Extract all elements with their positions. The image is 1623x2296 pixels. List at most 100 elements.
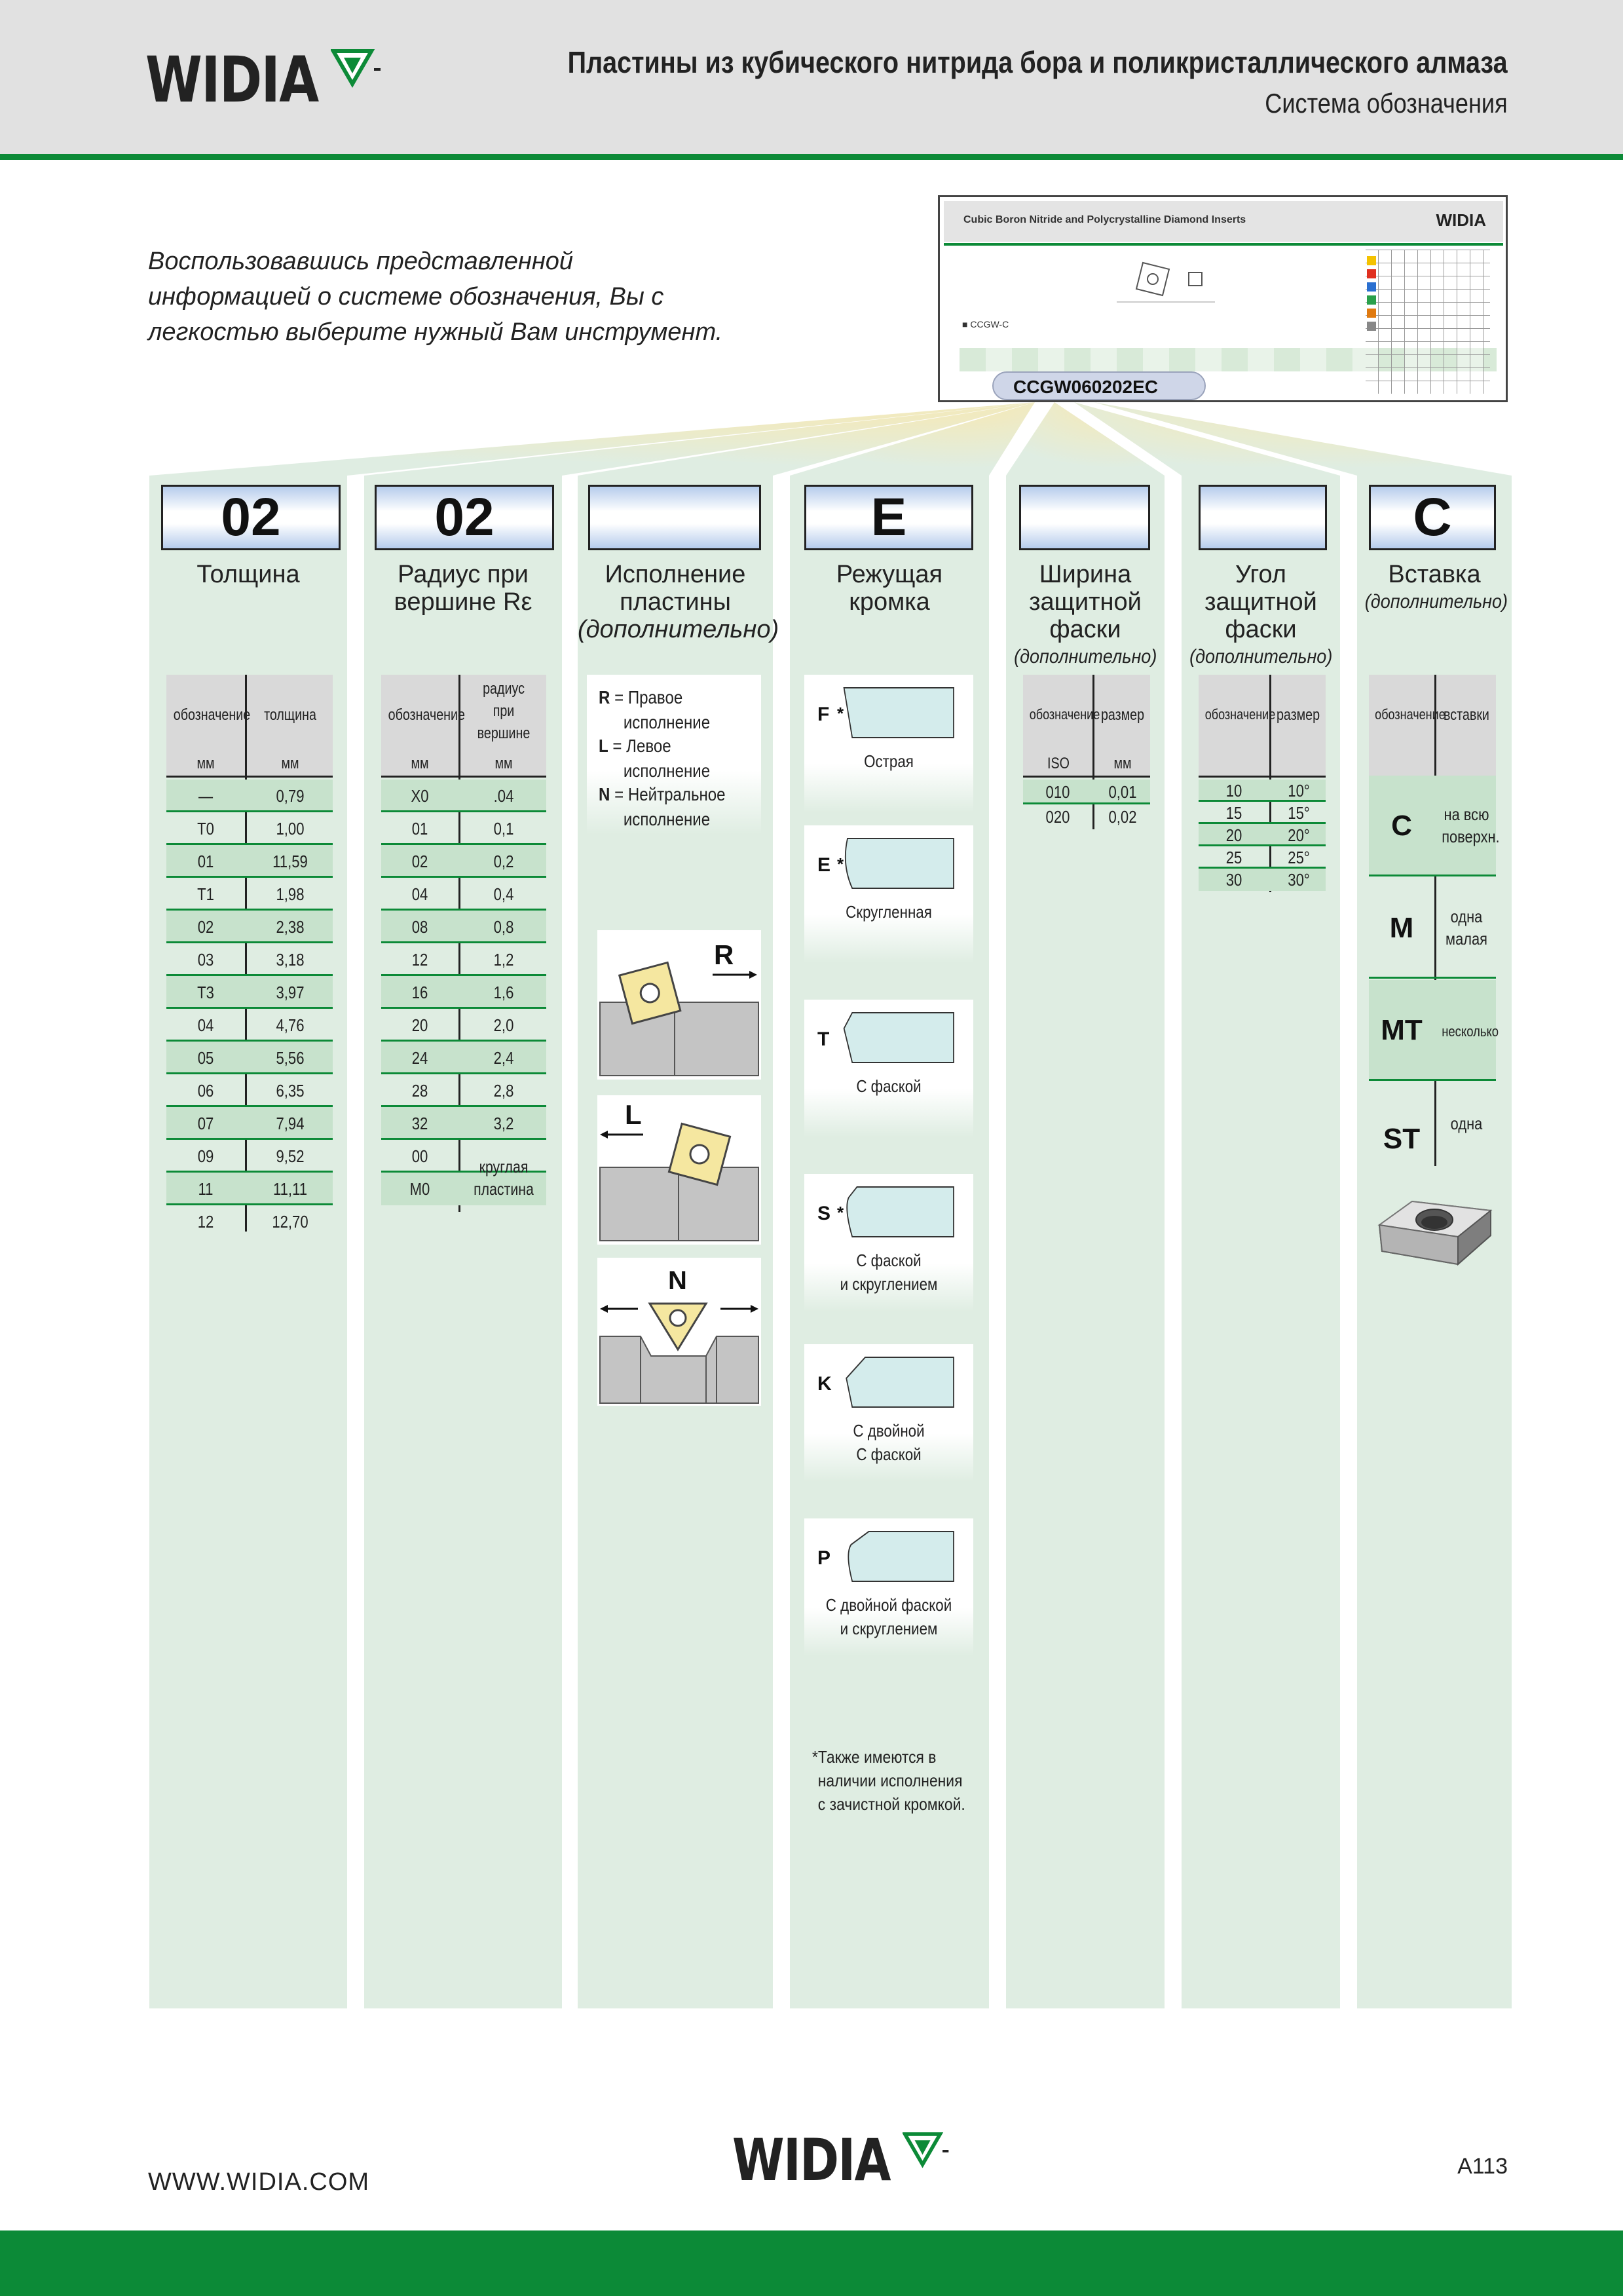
edge-letter: T xyxy=(817,1028,830,1050)
column-title-line: (дополнительно) xyxy=(578,616,779,643)
thumbnail-divider xyxy=(944,243,1503,246)
header-rule xyxy=(1199,776,1326,778)
header-cell: обозначение xyxy=(1029,706,1100,723)
code-box-insert: C xyxy=(1369,485,1496,550)
insert-code: C xyxy=(1391,810,1412,842)
column-title-line: фаски xyxy=(1225,616,1297,643)
table-row: M0 xyxy=(381,1173,546,1205)
column-title-hand: Исполнение пластины (дополнительно) xyxy=(578,561,779,643)
color-chip xyxy=(1367,256,1376,265)
edge-caption: Скругленная xyxy=(846,902,932,922)
header-rule xyxy=(381,776,546,778)
header-unit: мм xyxy=(494,755,513,772)
value-cell: 1,2 xyxy=(493,950,514,969)
legend-text: исполнение xyxy=(623,809,711,829)
header-cell: обозначение xyxy=(173,706,251,724)
table-header xyxy=(1023,675,1150,776)
designation-cell: 20 xyxy=(1225,825,1242,845)
value-cell: 1,00 xyxy=(276,819,305,838)
column-title-line: Радиус при xyxy=(398,561,529,588)
thumbnail-title: Cubic Boron Nitride and Polycrystalline … xyxy=(944,201,1503,242)
designation-cell: 010 xyxy=(1045,782,1070,802)
designation-cell: 04 xyxy=(197,1015,214,1035)
designation-cell: 06 xyxy=(197,1081,214,1101)
table-row: T0 1,00 xyxy=(166,812,333,845)
edge-letter: S xyxy=(817,1203,831,1224)
insert-code: M xyxy=(1389,912,1414,944)
value-cell: 4,76 xyxy=(276,1015,305,1035)
widia-triangle-icon xyxy=(902,2132,949,2168)
column-title-line: Толщина xyxy=(196,561,300,588)
widia-triangle-icon xyxy=(331,49,381,88)
insert-desc: поверхн. xyxy=(1442,827,1500,846)
value-cell: 10° xyxy=(1288,781,1310,800)
value-cell: 0,79 xyxy=(276,786,305,806)
footnote-line: наличии исполнения xyxy=(817,1771,963,1790)
insert-desc: на всю xyxy=(1444,804,1489,824)
value-cell: 2,0 xyxy=(493,1015,514,1035)
right-hand-figure: R xyxy=(597,930,761,1080)
intro-line: легкостью выберите нужный Вам инструмент… xyxy=(148,318,723,346)
designation-cell: X0 xyxy=(411,786,429,806)
value-cell: 15° xyxy=(1288,803,1310,823)
designation-cell: 03 xyxy=(197,950,214,969)
value-cell: 0,2 xyxy=(493,852,514,871)
designation-cell: 16 xyxy=(411,983,428,1002)
radius-table: обозначение радиус при вершине мм мм X0.… xyxy=(381,675,546,1212)
value-cell: 3,97 xyxy=(276,983,305,1002)
table-header xyxy=(1369,675,1496,776)
insert-code: ST xyxy=(1383,1123,1421,1155)
header-cell: размер xyxy=(1100,706,1145,724)
figure-letter: N xyxy=(668,1266,687,1295)
value-cell: 2,8 xyxy=(493,1081,514,1101)
designation-cell: 12 xyxy=(411,950,428,969)
footer-green-bar xyxy=(0,2230,1623,2296)
footer-url[interactable]: WWW.WIDIA.COM xyxy=(148,2168,370,2196)
edge-caption: С фаской xyxy=(856,1251,922,1270)
header-unit: ISO xyxy=(1047,755,1070,772)
edge-panel: F*Острая xyxy=(804,675,973,812)
column-title-line: Исполнение xyxy=(605,561,746,588)
edge-letter: K xyxy=(817,1373,832,1395)
thumbnail-label: ■ CCGW-C xyxy=(962,319,1009,329)
edge-caption: С двойной фаской xyxy=(825,1595,952,1615)
legend-text: = Правое xyxy=(610,687,683,707)
designation-cell: T1 xyxy=(197,884,214,904)
edge-caption: и скруглением xyxy=(840,1619,938,1638)
value-cell: 11,11 xyxy=(272,1179,308,1199)
value-cell: 12,70 xyxy=(272,1212,308,1232)
insert-3d-image xyxy=(1377,1200,1493,1266)
edge-footnote: *Также имеются в наличии исполнения с за… xyxy=(812,1745,965,1816)
designation-cell: 15 xyxy=(1225,803,1242,823)
column-title-edge: Режущая кромка xyxy=(790,561,989,616)
table-header xyxy=(381,675,546,776)
legend-key: R xyxy=(599,687,610,707)
header-cell: радиус xyxy=(483,680,525,698)
designation-cell: T0 xyxy=(197,819,214,838)
value-cell: 25° xyxy=(1288,848,1310,867)
header-cell: вставки xyxy=(1444,706,1489,724)
legend-text: = Левое xyxy=(608,736,671,756)
value-cell: 9,52 xyxy=(276,1146,305,1166)
column-title-line: защитной xyxy=(1029,588,1142,616)
